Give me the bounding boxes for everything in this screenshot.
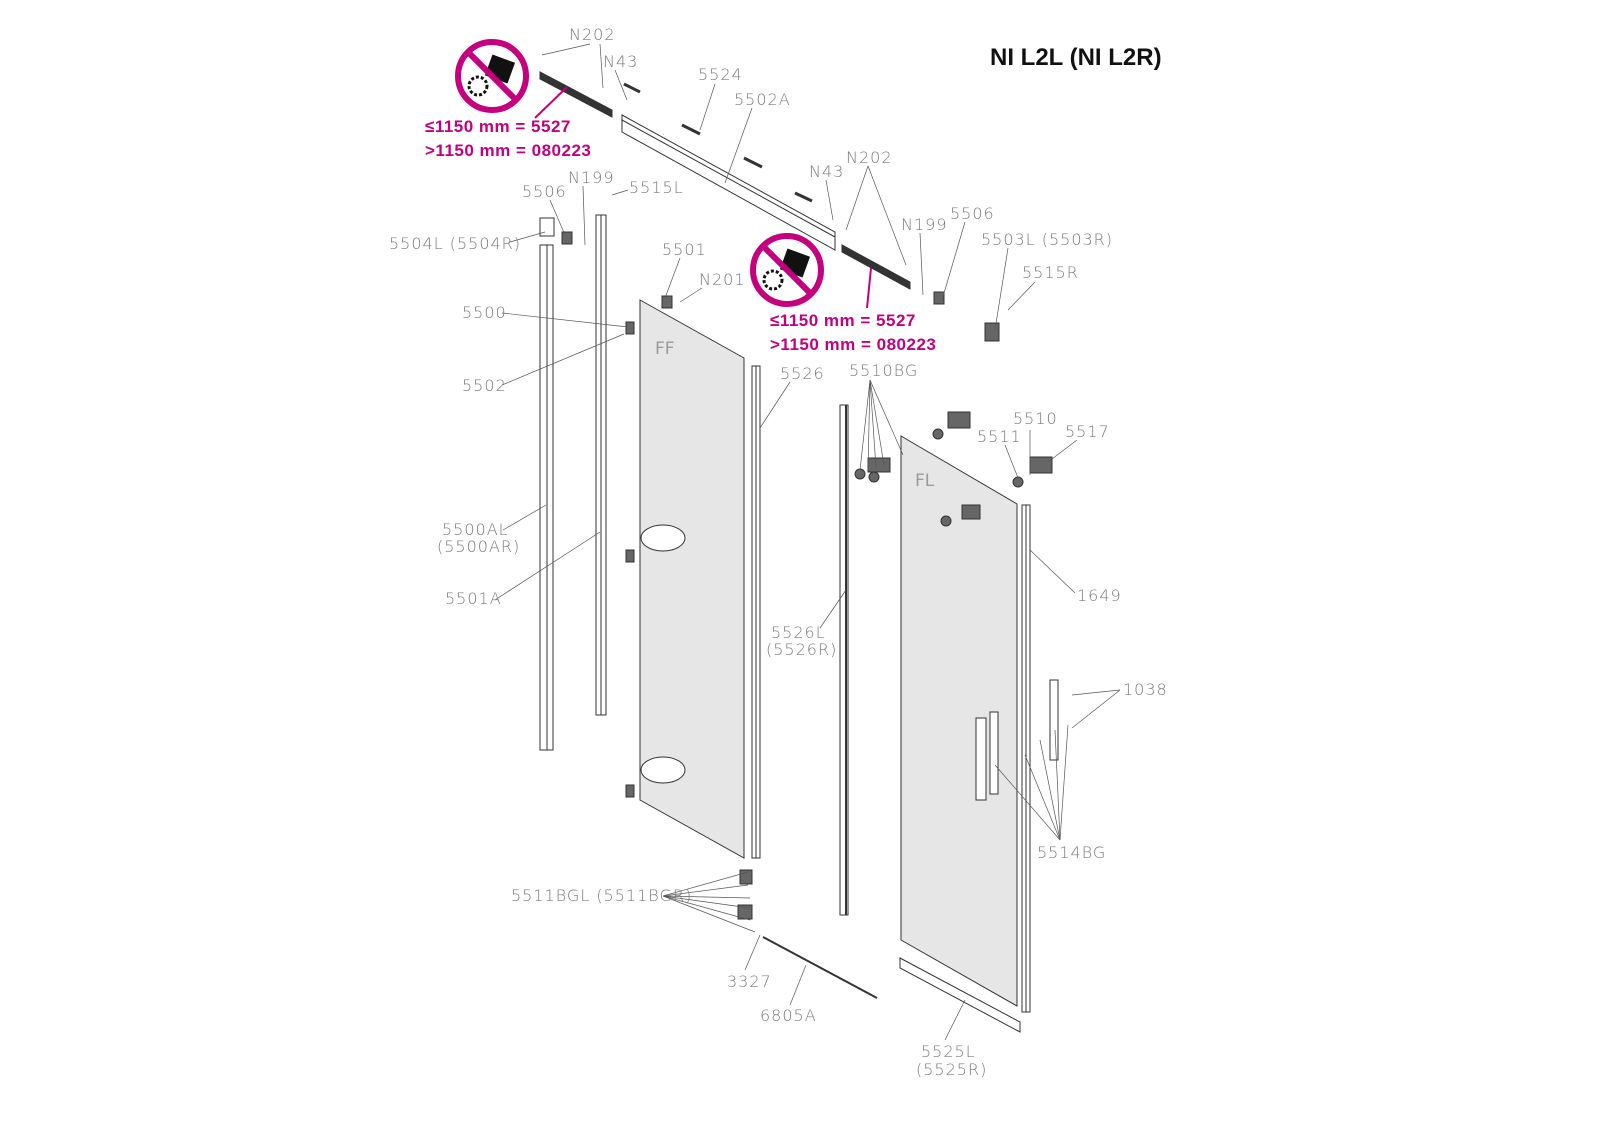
part-label: 5501A bbox=[445, 589, 502, 608]
rod-6805a bbox=[762, 936, 878, 999]
no-oil-lubrication-icon bbox=[455, 39, 529, 113]
towel-bar-1038 bbox=[1049, 679, 1059, 761]
profile-5501a bbox=[595, 214, 607, 716]
part-label: 5502 bbox=[462, 376, 507, 395]
no-oil-lubrication-icon bbox=[750, 233, 824, 307]
hardware-parts bbox=[539, 217, 1053, 920]
part-label: (5500AR) bbox=[437, 537, 521, 556]
part-label: 6805A bbox=[760, 1006, 817, 1025]
warning-line-short: ≤1150 mm = 5527 bbox=[770, 311, 916, 330]
glass-panel-fl bbox=[900, 435, 1018, 1007]
spacer-bars-5524 bbox=[623, 82, 813, 203]
part-label: 5525L bbox=[921, 1042, 976, 1061]
part-label: 1038 bbox=[1123, 680, 1168, 699]
part-label: 5510 bbox=[1013, 409, 1058, 428]
profile-5526 bbox=[751, 365, 761, 859]
part-label: 5506 bbox=[522, 182, 567, 201]
part-label: N199 bbox=[568, 168, 615, 187]
part-label: 5517 bbox=[1065, 422, 1110, 441]
warning-length-note: ≤1150 mm = 5527 >1150 mm = 080223 bbox=[425, 115, 591, 163]
panel-label-sliding: FL bbox=[915, 471, 935, 491]
part-label: 5515L bbox=[629, 178, 684, 197]
part-label: 5502A bbox=[734, 90, 791, 109]
warning-line-short: ≤1150 mm = 5527 bbox=[425, 117, 571, 136]
part-label: 5504L (5504R) bbox=[389, 234, 522, 253]
detail-oval-upper bbox=[640, 524, 686, 552]
runner-left bbox=[539, 71, 613, 118]
part-label: 5515R bbox=[1022, 263, 1079, 282]
bottom-track-5525l bbox=[899, 957, 1021, 1033]
part-label: 5506 bbox=[950, 204, 995, 223]
part-label: 5501 bbox=[662, 240, 707, 259]
part-label: N202 bbox=[846, 148, 893, 167]
runner-right bbox=[841, 244, 911, 290]
part-label: 5503L (5503R) bbox=[981, 230, 1114, 249]
part-label: 5510BG bbox=[849, 361, 919, 380]
part-label: 5511BGL (5511BGR) bbox=[511, 886, 693, 905]
handle-5514bg bbox=[975, 717, 987, 801]
part-label: N43 bbox=[809, 162, 845, 181]
part-label: N202 bbox=[569, 25, 616, 44]
detail-oval-lower bbox=[640, 756, 686, 784]
part-label: N43 bbox=[603, 52, 639, 71]
part-label: (5525R) bbox=[916, 1060, 988, 1079]
warning-line-long: >1150 mm = 080223 bbox=[425, 141, 592, 160]
leader-lines bbox=[494, 43, 1121, 1041]
part-label: (5526R) bbox=[766, 640, 838, 659]
part-label: 5524 bbox=[698, 65, 743, 84]
part-label: 5511 bbox=[977, 427, 1022, 446]
profile-5526l bbox=[839, 404, 849, 916]
model-title: NI L2L (NI L2R) bbox=[990, 44, 1162, 71]
part-label: 5526 bbox=[780, 364, 825, 383]
part-label: 5500AL bbox=[442, 520, 509, 539]
glass-panel-ff bbox=[639, 299, 745, 859]
part-label: 1649 bbox=[1077, 586, 1122, 605]
warning-length-note: ≤1150 mm = 5527 >1150 mm = 080223 bbox=[770, 309, 936, 357]
part-label: 3327 bbox=[727, 972, 772, 991]
part-label: 5514BG bbox=[1037, 843, 1107, 862]
part-label: N199 bbox=[901, 215, 948, 234]
panel-label-fixed: FF bbox=[655, 339, 675, 359]
part-label: 5526L bbox=[771, 623, 826, 642]
profile-5500al bbox=[539, 244, 554, 751]
part-label: 5500 bbox=[462, 303, 507, 322]
part-label: N201 bbox=[699, 270, 746, 289]
warning-line-long: >1150 mm = 080223 bbox=[770, 335, 937, 354]
profile-1649 bbox=[1021, 504, 1031, 1013]
